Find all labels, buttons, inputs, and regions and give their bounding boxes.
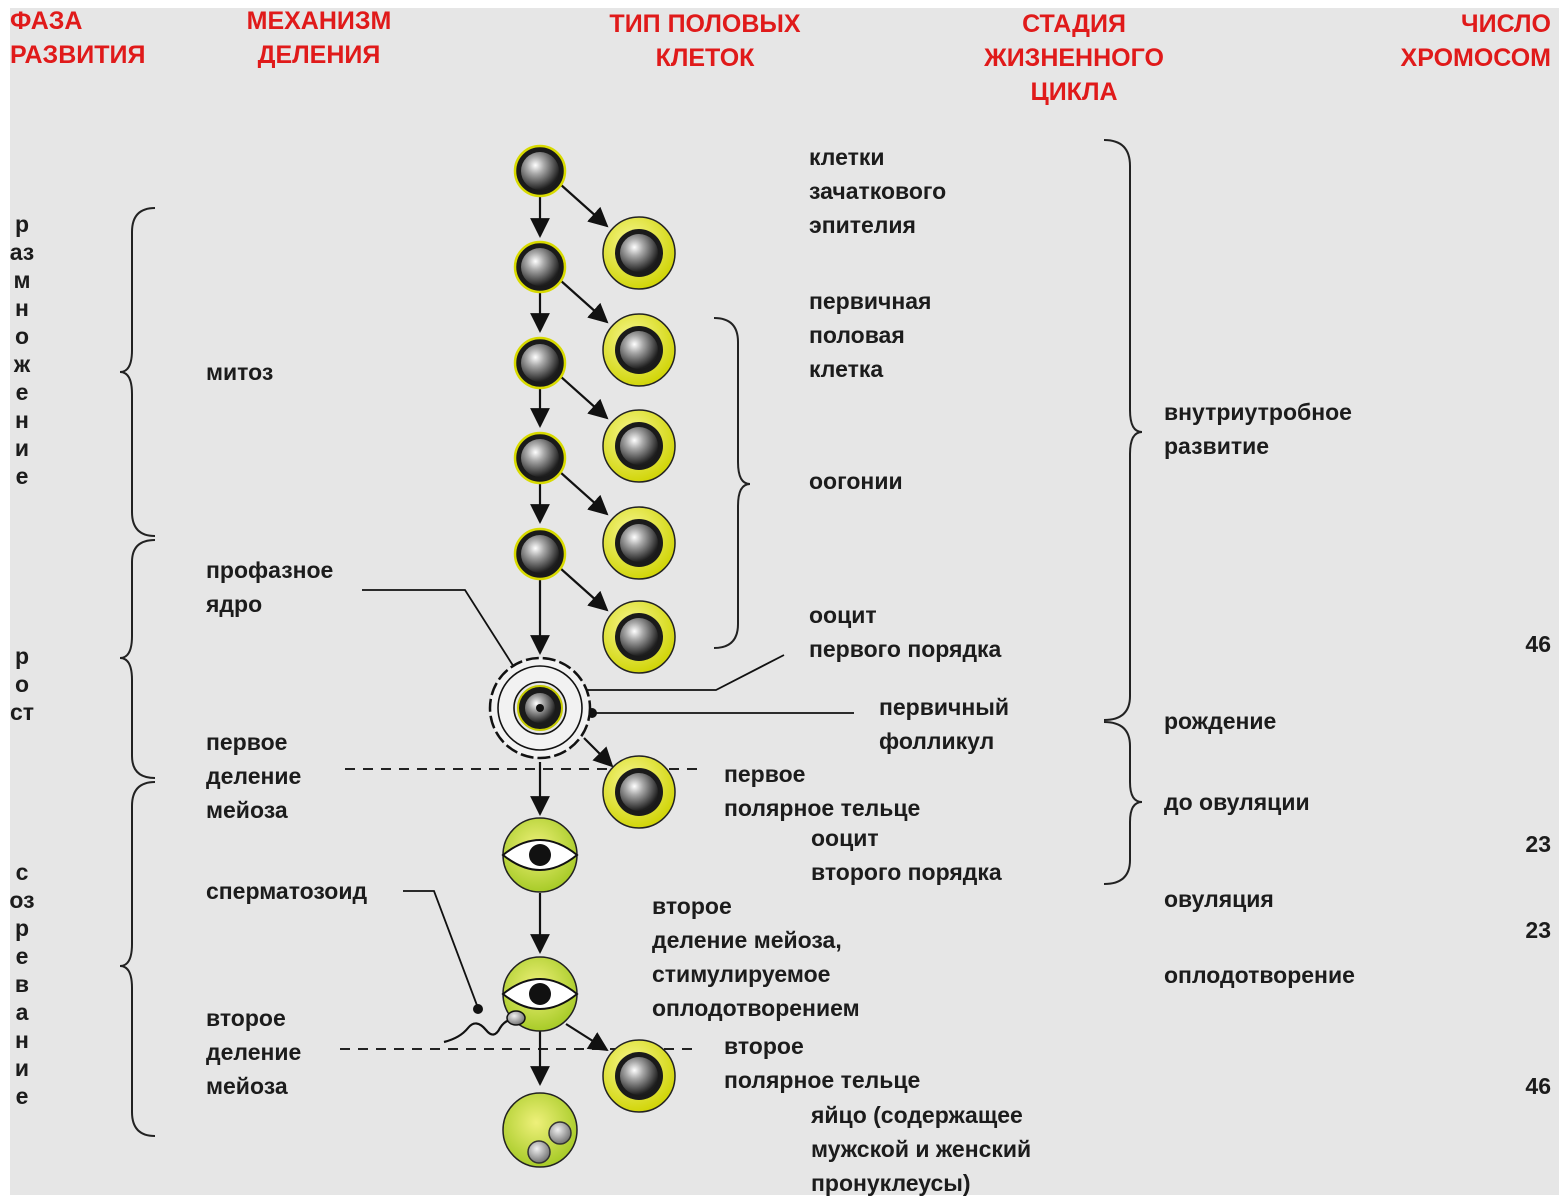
chromosome-count: 46 [1525, 1073, 1551, 1099]
label-fertilization: оплодотворение [1164, 962, 1355, 988]
label-birth: рождение [1164, 708, 1277, 734]
label-oogonia: оогонии [809, 468, 903, 494]
brace-maturation [119, 781, 156, 1137]
stem-cell [513, 144, 567, 198]
oogonium-cell [602, 409, 676, 483]
label-sperm: сперматозоид [206, 878, 368, 904]
brace-growth [119, 539, 156, 779]
stem-cell [513, 240, 567, 294]
diagonal-arrows [559, 183, 614, 1052]
primary-follicle [488, 656, 592, 760]
egg-cell [502, 1092, 578, 1168]
phase-multiplication: размножение [9, 211, 35, 489]
phase-growth: рост [9, 643, 35, 725]
germ-cell [602, 216, 676, 290]
label-ovulation: овуляция [1164, 886, 1274, 912]
brace-before-ovulation [1103, 721, 1143, 885]
stem-cell [513, 431, 567, 485]
second-polar-body [602, 1039, 676, 1113]
chromosome-count: 46 [1525, 631, 1551, 657]
label-before-ovulation: до овуляции [1164, 789, 1310, 815]
brace-multiplication [119, 207, 156, 537]
diagram-background [10, 8, 1559, 1195]
stem-cell [513, 527, 567, 581]
stem-cell [513, 336, 567, 390]
first-polar-body [602, 755, 676, 829]
oogonium-cell [602, 506, 676, 580]
chromosome-count: 23 [1525, 831, 1551, 857]
oogonium-cell [602, 313, 676, 387]
chromosome-count: 23 [1525, 917, 1551, 943]
brace-intrauterine [1103, 139, 1143, 721]
label-mitosis: митоз [206, 359, 274, 385]
phase-maturation: созревание [9, 859, 35, 1109]
secondary-oocyte [501, 817, 579, 893]
sperm-icon [443, 1004, 526, 1044]
oogonium-cell [602, 600, 676, 674]
brace-oogonia [713, 317, 751, 649]
